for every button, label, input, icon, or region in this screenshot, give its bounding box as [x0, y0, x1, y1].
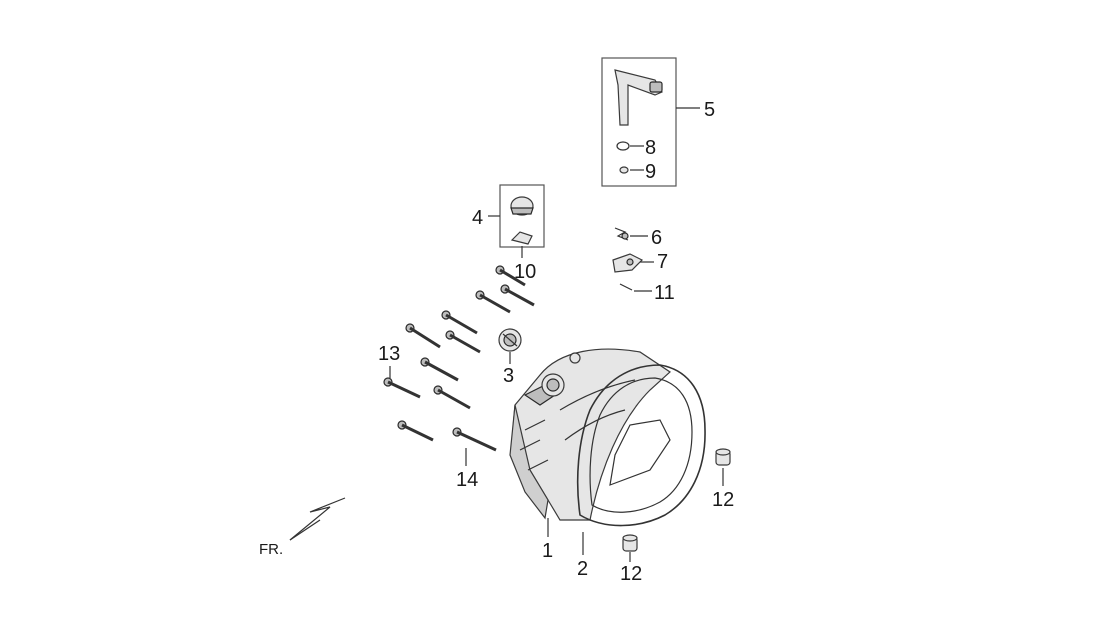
bolt: [500, 284, 535, 307]
callout-7: 7: [657, 251, 668, 273]
bolt: [433, 385, 471, 410]
cover-gasket: [576, 364, 706, 527]
callout-14: 14: [456, 469, 478, 491]
dipstick-seal: [510, 231, 533, 245]
cotter-pin: [619, 283, 633, 291]
callout-11: 11: [654, 282, 675, 304]
callout-8: 8: [645, 137, 656, 159]
callout-9: 9: [645, 161, 656, 183]
o-ring: [616, 141, 630, 151]
direction-arrow: [289, 497, 346, 541]
callout-1: 1: [542, 540, 553, 562]
callout-3: 3: [503, 365, 514, 387]
dowel-pin: [715, 448, 731, 466]
callout-10: 10: [514, 261, 536, 283]
oil-filler-cap: [498, 328, 522, 352]
bolt: [441, 310, 478, 335]
lever-assembly-box: [601, 57, 677, 187]
callout-2: 2: [577, 558, 588, 580]
callout-12-lower: 12: [620, 563, 642, 585]
callout-6: 6: [651, 227, 662, 249]
bolt: [383, 377, 421, 399]
bracket: [612, 253, 644, 273]
direction-label: FR.: [259, 541, 283, 558]
bolt: [445, 330, 481, 354]
bolt-set: [383, 265, 535, 452]
bolt: [452, 427, 497, 452]
callout-12-upper: 12: [712, 489, 734, 511]
bolt: [495, 265, 526, 287]
callout-4: 4: [472, 207, 483, 229]
bolt: [405, 323, 441, 349]
dipstick-cap: [510, 196, 534, 216]
bolt: [420, 357, 459, 382]
small-washer: [619, 166, 629, 174]
bolt: [397, 420, 434, 442]
dowel-pin: [622, 534, 638, 552]
callout-13: 13: [378, 343, 400, 365]
leader-lines: [389, 107, 724, 562]
spring: [614, 227, 629, 241]
bolt: [475, 290, 511, 314]
callout-5: 5: [704, 99, 715, 121]
shift-lever: [614, 69, 663, 126]
crankcase-cover: [509, 348, 671, 521]
